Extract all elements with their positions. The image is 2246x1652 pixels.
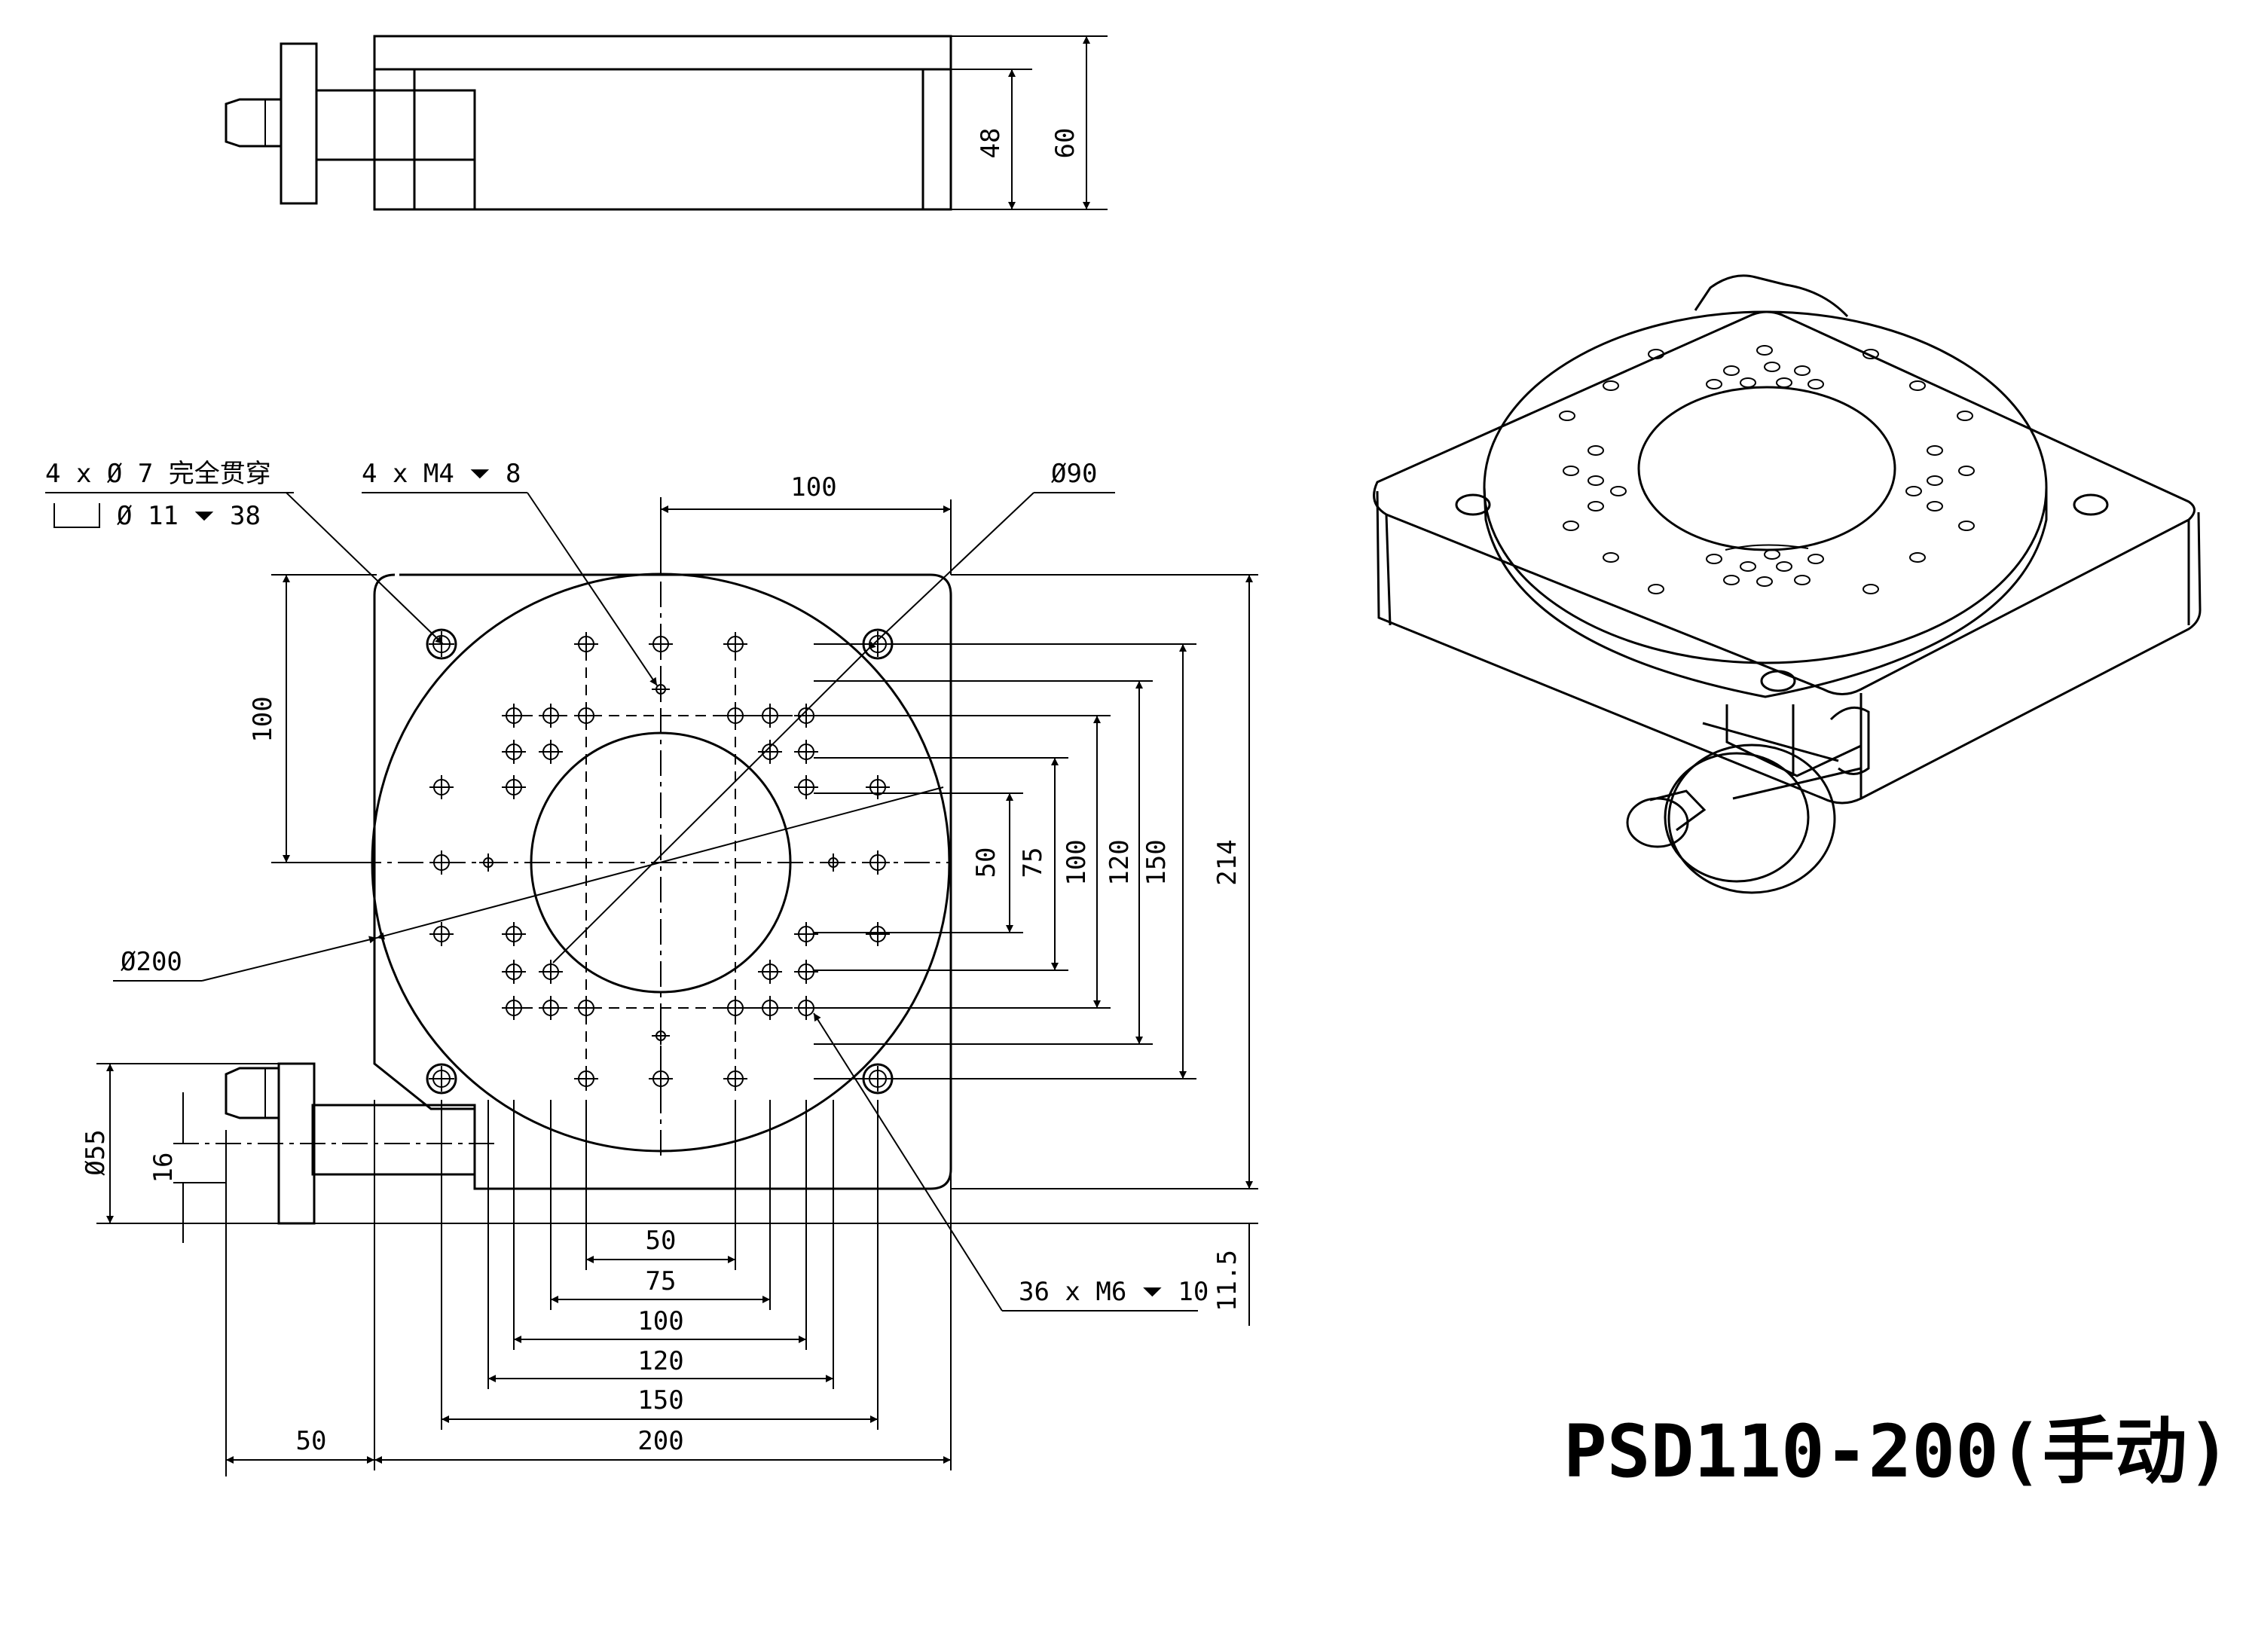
iso-hole xyxy=(1723,365,1740,376)
product-title: PSD110-200(手动) xyxy=(1563,1409,2231,1494)
dim-right-100: 100 xyxy=(1062,839,1092,885)
dim-right-150: 150 xyxy=(1141,839,1172,885)
iso-hole xyxy=(1756,345,1773,356)
iso-hole xyxy=(1563,466,1579,476)
iso-hole xyxy=(1927,501,1943,511)
side-view: 48 60 xyxy=(225,35,1108,211)
iso-hole xyxy=(1776,377,1792,388)
iso-hole xyxy=(1603,552,1619,563)
iso-hole xyxy=(1587,501,1604,511)
callout-m6-holes: 36 x M6 ⏷ 10 xyxy=(1019,1277,1209,1307)
dim-bottom-offset-50: 50 xyxy=(296,1426,327,1456)
dim-60: 60 xyxy=(1050,128,1080,159)
iso-hole xyxy=(1648,349,1664,359)
iso-hole xyxy=(1905,486,1922,496)
iso-hole xyxy=(1740,561,1756,572)
iso-hole xyxy=(1807,379,1824,389)
iso-hole xyxy=(1603,380,1619,391)
iso-hole xyxy=(1610,486,1627,496)
iso-hole xyxy=(1794,575,1811,585)
iso-hole xyxy=(1958,521,1975,531)
dim-bottom-50: 50 xyxy=(646,1226,677,1256)
through-hole-counterbore xyxy=(426,628,457,660)
isometric-view xyxy=(1373,274,2202,894)
dim-top-100: 100 xyxy=(790,472,836,502)
dim-knob-16: 16 xyxy=(148,1153,179,1183)
iso-hole xyxy=(1723,575,1740,585)
iso-hole xyxy=(1587,475,1604,486)
iso-hole xyxy=(1648,584,1664,594)
dim-right-11-5: 11.5 xyxy=(1212,1250,1242,1312)
iso-hole xyxy=(1958,466,1975,476)
iso-hole xyxy=(1587,445,1604,456)
iso-hole xyxy=(1927,445,1943,456)
dim-48: 48 xyxy=(976,128,1006,159)
iso-hole xyxy=(1909,380,1926,391)
isometric-holes xyxy=(1559,345,1975,594)
callout-through-holes: 4 x Ø 7 完全贯穿 xyxy=(45,459,271,489)
iso-hole xyxy=(1957,411,1973,421)
dim-bottom-150: 150 xyxy=(637,1385,683,1415)
iso-hole xyxy=(1776,561,1792,572)
dim-bottom-200: 200 xyxy=(637,1426,683,1456)
iso-hole xyxy=(1909,552,1926,563)
iso-hole xyxy=(1706,554,1722,564)
callouts: 4 x Ø 7 完全贯穿 Ø 11 ⏷ 38 4 x M4 ⏷ 8 Ø90 Ø2… xyxy=(45,459,1209,1312)
dim-knob-55: Ø55 xyxy=(81,1129,111,1175)
iso-hole xyxy=(1740,377,1756,388)
iso-hole xyxy=(1706,379,1722,389)
dim-right-75: 75 xyxy=(1018,847,1048,878)
dimension-labels: 100 100 Ø55 16 50 75 100 120 150 214 11.… xyxy=(81,472,1242,1456)
iso-hole xyxy=(1927,475,1943,486)
iso-hole xyxy=(1563,521,1579,531)
iso-hole xyxy=(1764,362,1780,372)
iso-hole xyxy=(1862,349,1879,359)
callout-counterbore: Ø 11 ⏷ 38 xyxy=(117,501,261,531)
iso-hole xyxy=(1807,554,1824,564)
through-hole-counterbore xyxy=(426,1063,457,1095)
dim-bottom-100: 100 xyxy=(637,1306,683,1336)
iso-hole xyxy=(1862,584,1879,594)
dim-left-100: 100 xyxy=(248,696,278,742)
dim-right-50: 50 xyxy=(971,847,1001,878)
dimension-lines xyxy=(96,499,1258,1476)
dim-right-214: 214 xyxy=(1212,839,1242,885)
dim-right-120: 120 xyxy=(1105,839,1135,885)
iso-hole xyxy=(1559,411,1575,421)
dim-bottom-120: 120 xyxy=(637,1346,683,1376)
iso-hole xyxy=(1794,365,1811,376)
dim-bottom-75: 75 xyxy=(646,1266,677,1296)
mounting-holes xyxy=(426,628,894,1095)
callout-m4-holes: 4 x M4 ⏷ 8 xyxy=(362,459,521,489)
iso-hole xyxy=(1756,576,1773,587)
callout-outer-diameter: Ø200 xyxy=(121,947,182,977)
iso-hole xyxy=(1764,549,1780,560)
callout-inner-diameter: Ø90 xyxy=(1051,459,1097,489)
